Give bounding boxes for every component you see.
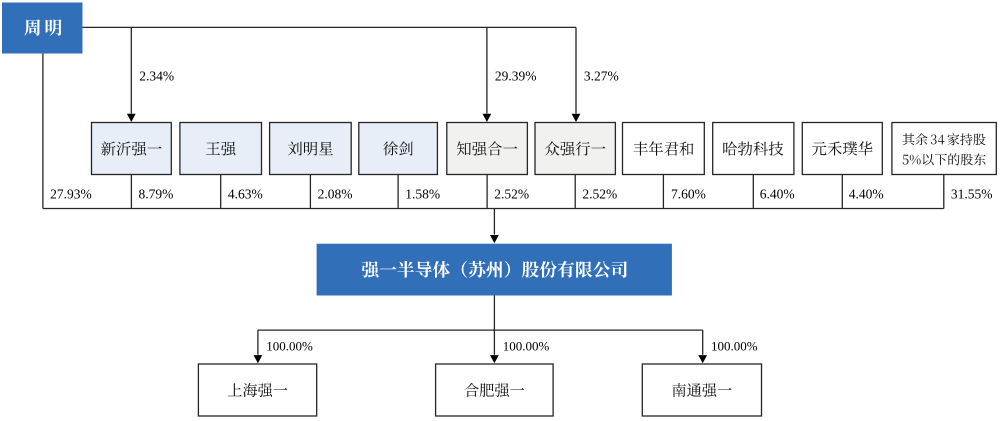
svg-text:6.40%: 6.40%: [760, 187, 795, 202]
svg-text:8.79%: 8.79%: [139, 187, 174, 202]
svg-text:2.52%: 2.52%: [494, 187, 529, 202]
svg-text:3.27%: 3.27%: [584, 69, 619, 84]
svg-text:27.93%: 27.93%: [50, 187, 92, 202]
svg-text:1.58%: 1.58%: [405, 187, 440, 202]
svg-text:29.39%: 29.39%: [495, 69, 537, 84]
svg-text:31.55%: 31.55%: [951, 187, 993, 202]
svg-text:100.00%: 100.00%: [711, 338, 758, 353]
svg-text:4.40%: 4.40%: [849, 187, 884, 202]
svg-text:7.60%: 7.60%: [671, 187, 706, 202]
svg-text:100.00%: 100.00%: [266, 338, 313, 353]
svg-text:2.52%: 2.52%: [582, 187, 617, 202]
svg-text:2.34%: 2.34%: [139, 69, 174, 84]
svg-text:2.08%: 2.08%: [318, 187, 353, 202]
svg-text:100.00%: 100.00%: [503, 338, 550, 353]
svg-text:4.63%: 4.63%: [228, 187, 263, 202]
